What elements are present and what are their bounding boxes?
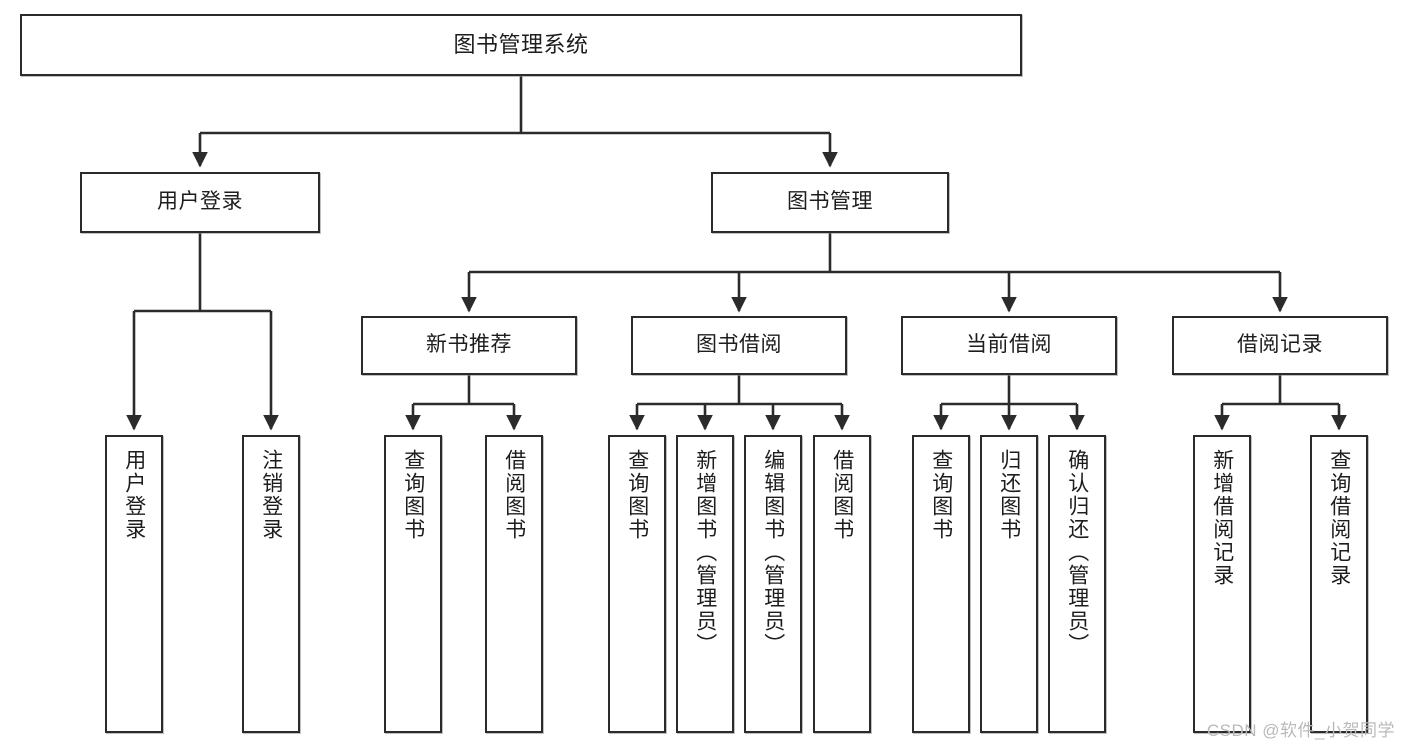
node-borrow-record[interactable]: 借阅记录 bbox=[1172, 316, 1388, 375]
node-label: 注销登录 bbox=[259, 449, 283, 541]
node-label: 查询图书 bbox=[401, 449, 425, 541]
node-root-system[interactable]: 图书管理系统 bbox=[20, 14, 1022, 76]
node-label: 归还图书 bbox=[997, 449, 1021, 541]
node-user-login[interactable]: 用户登录 bbox=[80, 172, 320, 233]
node-label: 图书借阅 bbox=[696, 333, 782, 357]
node-current-borrow[interactable]: 当前借阅 bbox=[901, 316, 1117, 375]
node-label: 图书管理系统 bbox=[453, 32, 589, 58]
node-leaf-add-record[interactable]: 新增借阅记录 bbox=[1193, 435, 1251, 733]
node-book-borrow[interactable]: 图书借阅 bbox=[631, 316, 847, 375]
node-leaf-edit-book[interactable]: 编辑图书（管理员） bbox=[744, 435, 802, 733]
node-leaf-user-logout[interactable]: 注销登录 bbox=[242, 435, 300, 733]
node-leaf-query-book-1[interactable]: 查询图书 bbox=[384, 435, 442, 733]
node-label: 借阅图书 bbox=[502, 449, 526, 541]
node-leaf-query-record[interactable]: 查询借阅记录 bbox=[1310, 435, 1368, 733]
node-leaf-borrow-book-1[interactable]: 借阅图书 bbox=[485, 435, 543, 733]
node-label: 新书推荐 bbox=[426, 333, 512, 357]
node-leaf-confirm-return[interactable]: 确认归还（管理员） bbox=[1048, 435, 1106, 733]
node-new-book-recommend[interactable]: 新书推荐 bbox=[361, 316, 577, 375]
node-leaf-return-book[interactable]: 归还图书 bbox=[980, 435, 1038, 733]
node-leaf-add-book[interactable]: 新增图书（管理员） bbox=[676, 435, 734, 733]
node-label: 借阅图书 bbox=[830, 449, 854, 541]
node-label: 查询图书 bbox=[929, 449, 953, 541]
node-label: 借阅记录 bbox=[1237, 333, 1323, 357]
node-label: 确认归还（管理员） bbox=[1065, 449, 1089, 656]
node-label: 用户登录 bbox=[157, 190, 243, 214]
node-label: 查询借阅记录 bbox=[1327, 449, 1351, 587]
node-label: 当前借阅 bbox=[966, 333, 1052, 357]
node-leaf-user-login[interactable]: 用户登录 bbox=[105, 435, 163, 733]
node-leaf-borrow-book-2[interactable]: 借阅图书 bbox=[813, 435, 871, 733]
csdn-watermark: CSDN @软件_小贺同学 bbox=[1206, 721, 1395, 740]
node-label: 查询图书 bbox=[625, 449, 649, 541]
node-label: 新增图书（管理员） bbox=[693, 449, 717, 656]
node-label: 用户登录 bbox=[122, 449, 146, 541]
node-label: 图书管理 bbox=[787, 190, 873, 214]
node-book-manage[interactable]: 图书管理 bbox=[711, 172, 949, 233]
node-label: 新增借阅记录 bbox=[1210, 449, 1234, 587]
node-label: 编辑图书（管理员） bbox=[761, 449, 785, 656]
node-leaf-query-book-3[interactable]: 查询图书 bbox=[912, 435, 970, 733]
node-leaf-query-book-2[interactable]: 查询图书 bbox=[608, 435, 666, 733]
